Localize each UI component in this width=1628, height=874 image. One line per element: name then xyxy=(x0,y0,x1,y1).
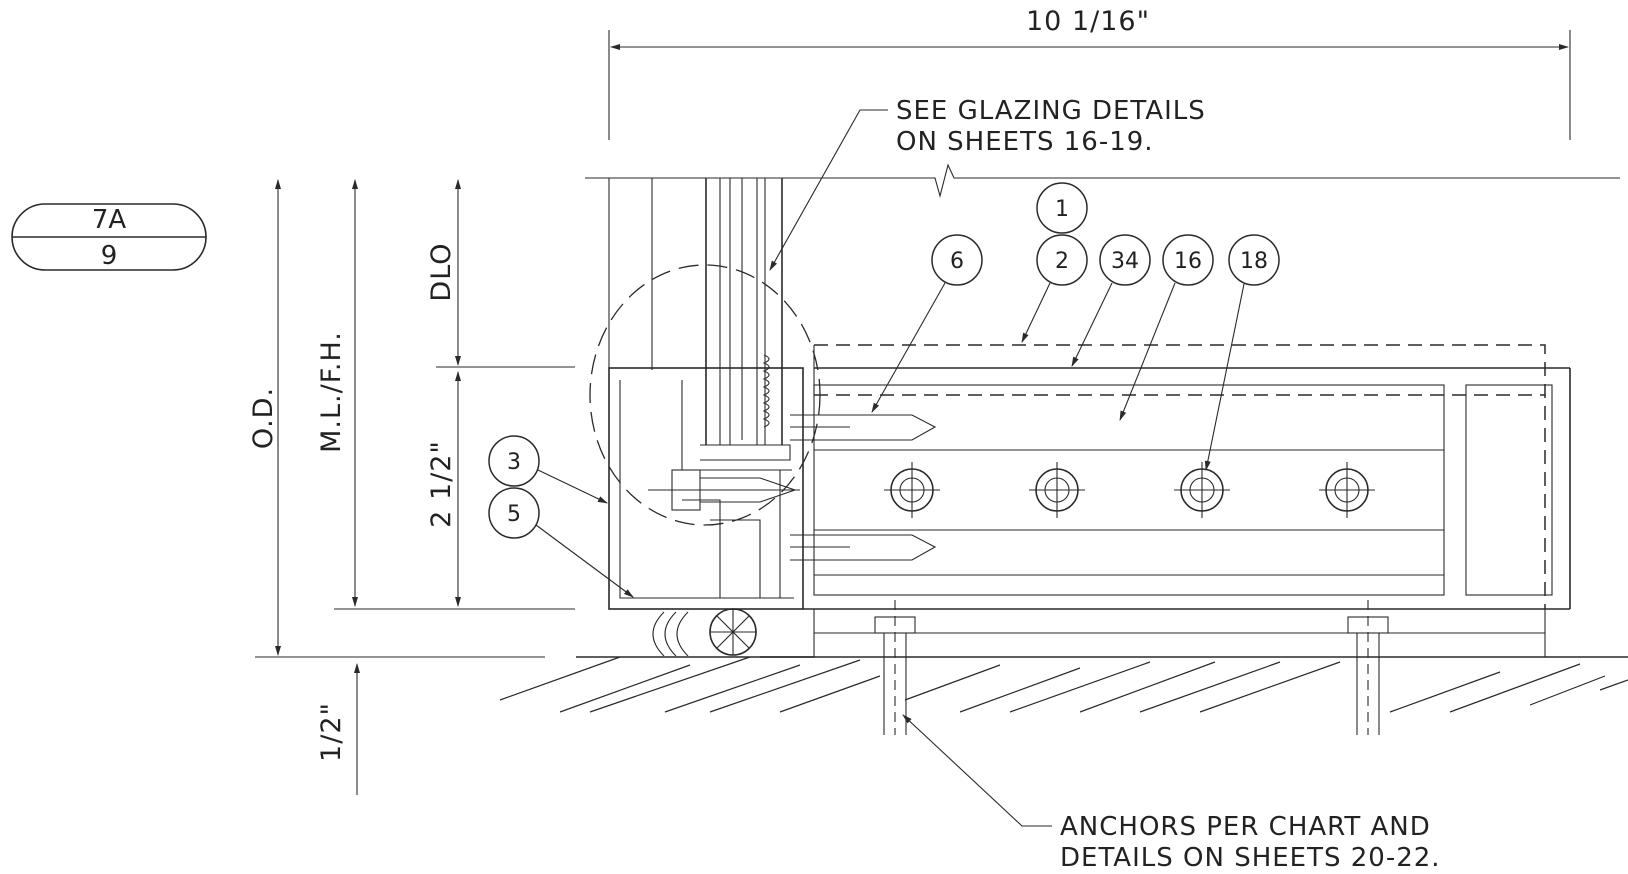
anchor-note-line-1: ANCHORS PER CHART AND xyxy=(1060,812,1431,842)
detail-tag: 7A 9 xyxy=(11,203,207,271)
dlo-label: DLO xyxy=(426,242,457,301)
anchor-right xyxy=(1347,600,1389,735)
callout-6-label: 6 xyxy=(950,249,964,274)
clip-screws xyxy=(884,462,1375,518)
screw-upper xyxy=(790,414,937,441)
callout-1-label: 1 xyxy=(1055,197,1069,222)
overall-width-label: 10 1/16" xyxy=(1026,6,1150,37)
break-line xyxy=(585,163,1620,199)
screw-lower xyxy=(790,534,937,561)
callout-34-label: 34 xyxy=(1111,249,1139,274)
glazing-note-line-1: SEE GLAZING DETAILS xyxy=(896,96,1206,126)
glazing-note-line-2: ON SHEETS 16-19. xyxy=(896,127,1154,157)
callout-5-label: 5 xyxy=(507,502,521,527)
overall-width-dimension: 10 1/16" xyxy=(608,6,1571,140)
frame-height-label: 2 1/2" xyxy=(426,440,457,528)
callout-34 xyxy=(1099,234,1151,286)
callout-5 xyxy=(488,487,540,539)
callout-16-label: 16 xyxy=(1174,249,1202,274)
callouts: 1 2 34 16 18 6 3 5 xyxy=(488,182,1280,598)
od-label: O.D. xyxy=(248,387,279,449)
glazing-note: SEE GLAZING DETAILS ON SHEETS 16-19. xyxy=(769,96,1206,271)
vertical-dimensions: O.D. M.L./F.H. DLO 2 1/2" 1/2" xyxy=(248,179,575,795)
ml-fh-label: M.L./F.H. xyxy=(316,331,347,453)
anchor-left xyxy=(874,600,916,735)
sill-frame xyxy=(589,178,1571,735)
anchor-note: ANCHORS PER CHART AND DETAILS ON SHEETS … xyxy=(902,714,1441,873)
sealant xyxy=(652,611,689,657)
floor-substrate xyxy=(499,656,1628,713)
callout-2-label: 2 xyxy=(1055,249,1069,274)
detail-tag-number: 7A xyxy=(92,205,127,235)
callout-1 xyxy=(1036,182,1088,234)
callout-18-label: 18 xyxy=(1240,249,1268,274)
screw-middle xyxy=(648,469,800,511)
callout-3-label: 3 xyxy=(507,450,521,475)
callout-16 xyxy=(1162,234,1214,286)
callout-18 xyxy=(1228,234,1280,286)
callout-6 xyxy=(931,234,983,286)
anchor-note-line-2: DETAILS ON SHEETS 20-22. xyxy=(1060,843,1441,873)
callout-2 xyxy=(1036,234,1088,286)
gap-label: 1/2" xyxy=(316,702,347,762)
detail-tag-sheet: 9 xyxy=(101,241,118,271)
callout-3 xyxy=(488,435,540,487)
